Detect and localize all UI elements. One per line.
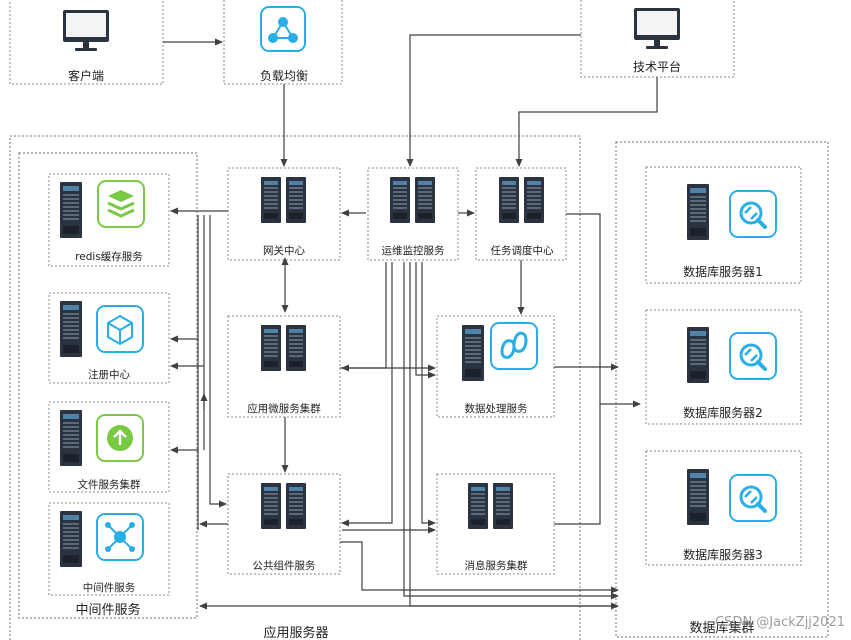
ops-monitor-label: 运维监控服务 — [382, 244, 445, 257]
load-balancer-icon — [260, 6, 306, 52]
app-micro-node: 应用微服务集群 — [227, 315, 341, 418]
server-icon — [60, 301, 82, 357]
monitor-icon — [63, 10, 109, 51]
db-server-3: 数据库服务器3 — [645, 450, 802, 566]
gateway-node: 网关中心 — [227, 167, 341, 261]
middleware-group — [18, 152, 198, 619]
db-server-3-label: 数据库服务器3 — [683, 547, 763, 562]
client-node: 客户端 — [9, 0, 164, 85]
db-server-2-label: 数据库服务器2 — [683, 405, 763, 420]
cloud-upload-icon — [96, 414, 144, 462]
server-icon — [261, 177, 306, 223]
middleware-service-label: 中间件服务 — [83, 581, 136, 594]
connectors — [163, 34, 658, 610]
middleware-service-node: 中间件服务 — [48, 502, 170, 596]
redis-label: redis缓存服务 — [75, 250, 143, 263]
message-service-node: 消息服务集群 — [436, 473, 555, 575]
db-cluster-label: 数据库集群 — [689, 620, 754, 636]
database-search-icon — [728, 473, 778, 523]
cube-icon — [96, 305, 144, 353]
common-component-node: 公共组件服务 — [227, 473, 341, 575]
ops-monitor-node: 运维监控服务 — [367, 167, 459, 261]
db-server-1: 数据库服务器1 — [645, 166, 802, 284]
server-icon — [687, 184, 709, 240]
server-icon — [60, 410, 82, 466]
registry-label: 注册中心 — [88, 368, 130, 381]
database-search-icon — [728, 189, 778, 239]
client-label: 客户端 — [68, 68, 104, 83]
middleware-group-label: 中间件服务 — [75, 602, 140, 618]
server-icon — [687, 327, 709, 383]
monitor-icon — [634, 8, 680, 49]
server-icon — [390, 177, 435, 223]
server-icon — [60, 182, 82, 238]
tech-platform-node: 技术平台 — [580, 0, 735, 78]
common-component-label: 公共组件服务 — [253, 559, 316, 572]
server-icon — [499, 177, 544, 223]
registry-node: 注册中心 — [48, 292, 170, 384]
database-search-icon — [728, 331, 778, 381]
redis-node: redis缓存服务 — [48, 173, 170, 267]
message-service-label: 消息服务集群 — [465, 559, 528, 572]
file-service-label: 文件服务集群 — [78, 478, 141, 491]
server-icon — [261, 483, 306, 529]
infinity-icon — [490, 322, 538, 370]
server-icon — [60, 511, 82, 567]
task-scheduler-label: 任务调度中心 — [491, 244, 554, 257]
redis-icon — [97, 180, 145, 228]
app-servers-label: 应用服务器 — [263, 625, 328, 640]
db-cluster-group — [615, 141, 829, 638]
task-scheduler-node: 任务调度中心 — [475, 167, 567, 261]
server-icon — [462, 325, 484, 381]
db-server-2: 数据库服务器2 — [645, 309, 802, 425]
server-icon — [468, 483, 513, 529]
load-balancer-node: 负载均衡 — [223, 0, 343, 85]
tech-platform-label: 技术平台 — [633, 59, 681, 74]
data-processing-label: 数据处理服务 — [465, 402, 528, 415]
db-server-1-label: 数据库服务器1 — [683, 264, 763, 279]
network-hub-icon — [96, 513, 144, 561]
server-icon — [687, 469, 709, 525]
app-servers-group — [9, 135, 581, 640]
app-micro-label: 应用微服务集群 — [247, 402, 321, 415]
file-service-node: 文件服务集群 — [48, 401, 170, 493]
gateway-label: 网关中心 — [263, 244, 305, 257]
load-balancer-label: 负载均衡 — [260, 69, 308, 83]
server-icon — [261, 325, 306, 371]
watermark: CSDN @JackZjj2021 — [715, 615, 845, 630]
data-processing-node: 数据处理服务 — [436, 315, 555, 418]
